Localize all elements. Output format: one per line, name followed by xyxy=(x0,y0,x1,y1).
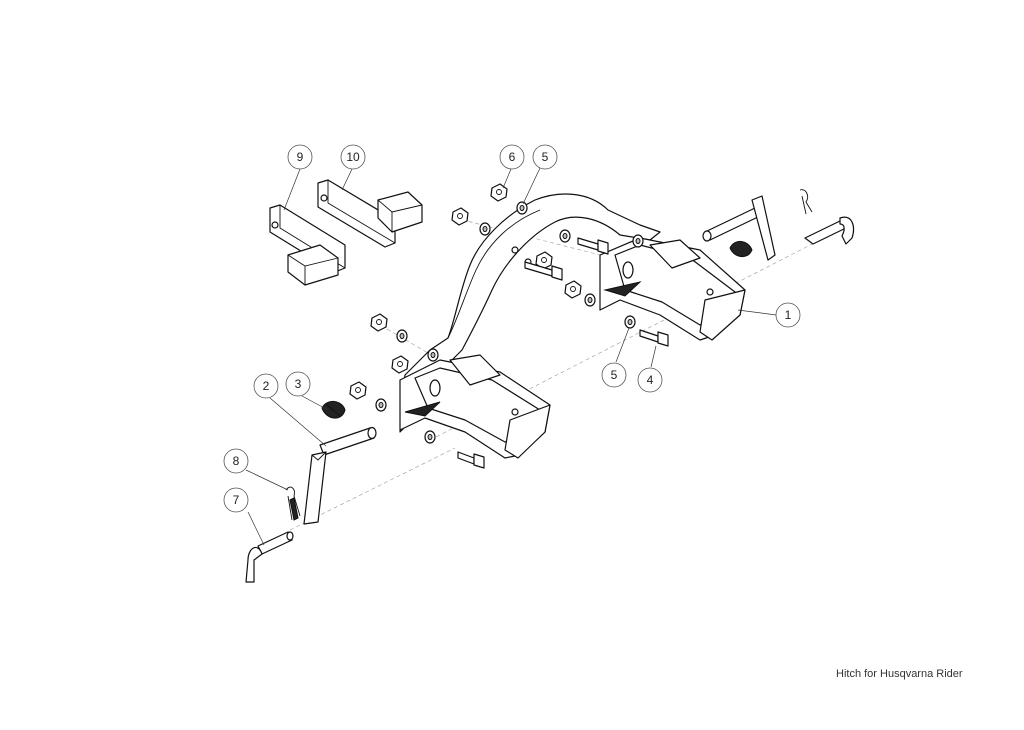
bolt xyxy=(577,237,609,255)
nut xyxy=(535,251,553,270)
callout-6: 6 xyxy=(499,144,525,170)
callout-4: 4 xyxy=(637,367,663,393)
callout-2-label: 2 xyxy=(263,379,270,393)
leader-lines xyxy=(245,167,777,546)
callout-10-label: 10 xyxy=(346,150,360,164)
receiver-part-10 xyxy=(317,179,423,248)
callout-8: 8 xyxy=(223,448,249,474)
bolt xyxy=(524,261,563,281)
receiver-part-9 xyxy=(269,204,346,286)
washer xyxy=(516,201,528,215)
right-pin-assembly xyxy=(702,189,855,261)
washer xyxy=(632,234,644,248)
callout-3-label: 3 xyxy=(295,377,302,391)
callout-9: 9 xyxy=(287,144,313,170)
washer xyxy=(427,348,439,362)
washer xyxy=(396,329,408,343)
left-bracket xyxy=(399,354,551,459)
callout-6-label: 6 xyxy=(509,150,516,164)
callout-1-label: 1 xyxy=(785,308,792,322)
spring-clip-part-3 xyxy=(321,401,346,419)
nut xyxy=(451,207,469,226)
washer xyxy=(479,222,491,236)
callout-5-top: 5 xyxy=(532,144,558,170)
bolt xyxy=(639,329,669,347)
callout-5-bottom-label: 5 xyxy=(611,368,618,382)
callouts: 9 10 6 5 1 5 4 2 xyxy=(223,144,801,513)
fasteners xyxy=(349,183,644,444)
washer xyxy=(424,430,436,444)
nut xyxy=(490,183,508,202)
washer xyxy=(559,229,571,243)
nut xyxy=(564,280,582,299)
assembly-axes xyxy=(289,217,821,531)
callout-9-label: 9 xyxy=(297,150,304,164)
nut xyxy=(391,355,409,374)
bolt xyxy=(457,451,485,469)
callout-5-top-label: 5 xyxy=(542,150,549,164)
right-bracket xyxy=(599,237,746,341)
callout-8-label: 8 xyxy=(233,454,240,468)
callout-4-label: 4 xyxy=(647,373,654,387)
callout-7-label: 7 xyxy=(233,493,240,507)
callout-3: 3 xyxy=(285,371,311,397)
hair-pin-part-8 xyxy=(285,486,301,521)
callout-10: 10 xyxy=(340,144,366,170)
washer xyxy=(584,293,596,307)
washer xyxy=(624,315,636,329)
callout-7: 7 xyxy=(223,487,249,513)
latch-pin-part-2 xyxy=(303,426,377,525)
callout-1: 1 xyxy=(775,302,801,328)
nut xyxy=(349,381,367,400)
callout-2: 2 xyxy=(253,373,279,399)
callout-5-bottom: 5 xyxy=(601,362,627,388)
bolts xyxy=(457,237,669,469)
drawing-caption: Hitch for Husqvarna Rider xyxy=(836,668,963,680)
l-pin-part-7 xyxy=(245,531,294,583)
nut xyxy=(370,313,388,332)
washer xyxy=(375,398,387,412)
